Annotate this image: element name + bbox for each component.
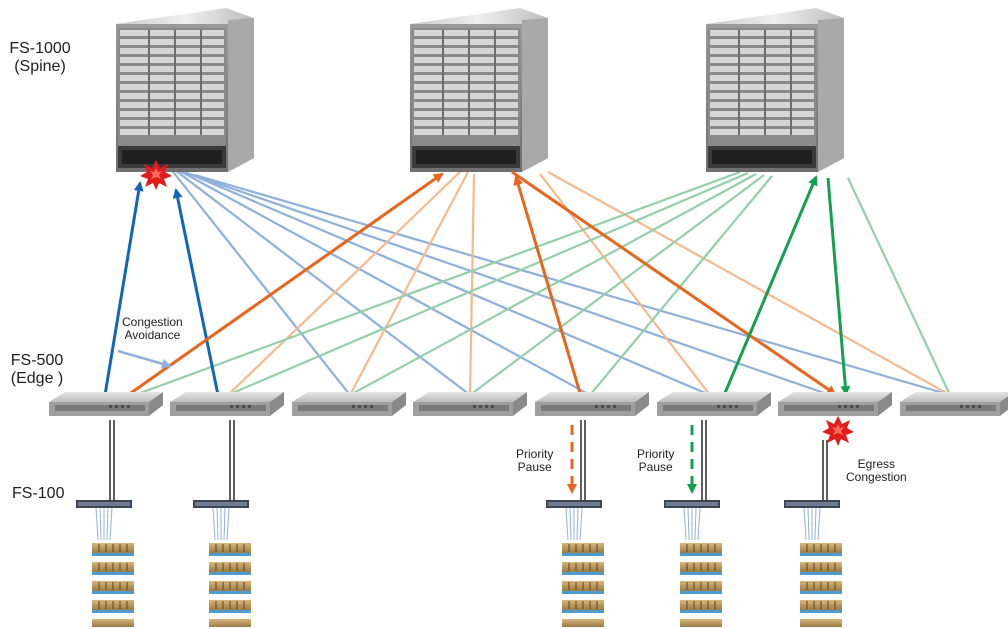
access-switch-4 (663, 499, 721, 541)
congestion-burst-icon (140, 160, 172, 190)
server-stack-1 (91, 542, 135, 628)
access-switch-3 (545, 499, 603, 541)
mesh-links-spine-1 (169, 167, 951, 397)
congestion-avoidance-line2: Avoidance (124, 328, 181, 343)
spine-tier-role: (Spine) (14, 57, 66, 75)
access-switch-5 (783, 499, 841, 541)
blue-flows (103, 181, 220, 396)
priority-pause-2-line1: Priority (637, 447, 675, 461)
edge-switch-3 (292, 392, 406, 416)
green-flows (723, 175, 851, 396)
edge-switch-4 (413, 392, 527, 416)
mesh-links-spine-2 (227, 169, 951, 396)
orange-flows (127, 170, 837, 397)
edge-switch-5 (535, 392, 649, 416)
edge-tier-label: FS-500 (Edge ) (6, 352, 68, 388)
spine-switch-3 (706, 8, 844, 172)
egress-congestion-line2: Congestion (846, 470, 907, 485)
access-tier-name: FS-100 (12, 485, 65, 502)
avoidance-arrow (117, 349, 172, 369)
access-switch-2 (192, 499, 250, 541)
spine-tier-label: FS-1000 (Spine) (6, 40, 74, 76)
priority-pause-1-line1: Priority (516, 447, 554, 461)
congestion-avoidance-line1: Congestion (122, 315, 183, 329)
priority-pause-label-2: Priority Pause (637, 447, 675, 475)
edge-switch-1 (49, 392, 163, 416)
spine-switch-2 (410, 8, 548, 172)
edge-tier-role: (Edge ) (10, 369, 64, 387)
access-uplinks (109, 420, 828, 500)
edge-tier-name: FS-500 (10, 352, 64, 369)
egress-congestion-label: Egress Congestion (846, 457, 907, 485)
edge-switch-6 (657, 392, 771, 416)
access-switch-1 (75, 499, 133, 541)
mesh-links-spine-3 (134, 170, 951, 397)
server-stack-3 (561, 542, 605, 628)
edge-switch-7 (778, 392, 892, 416)
edge-switch-8 (900, 392, 1008, 416)
egress-congestion-line1: Egress (857, 457, 896, 471)
priority-pause-1-line2: Pause (517, 460, 552, 475)
access-tier-label: FS-100 (12, 485, 64, 503)
congestion-avoidance-label: Congestion Avoidance (122, 315, 183, 343)
priority-pause-label-1: Priority Pause (516, 447, 554, 475)
priority-pause-2-line2: Pause (638, 460, 673, 475)
server-stack-5 (799, 542, 843, 628)
spine-switch-1 (116, 8, 254, 172)
server-stack-4 (679, 542, 723, 628)
spine-tier-name: FS-1000 (9, 40, 71, 57)
server-stack-2 (208, 542, 252, 628)
edge-switch-2 (170, 392, 284, 416)
